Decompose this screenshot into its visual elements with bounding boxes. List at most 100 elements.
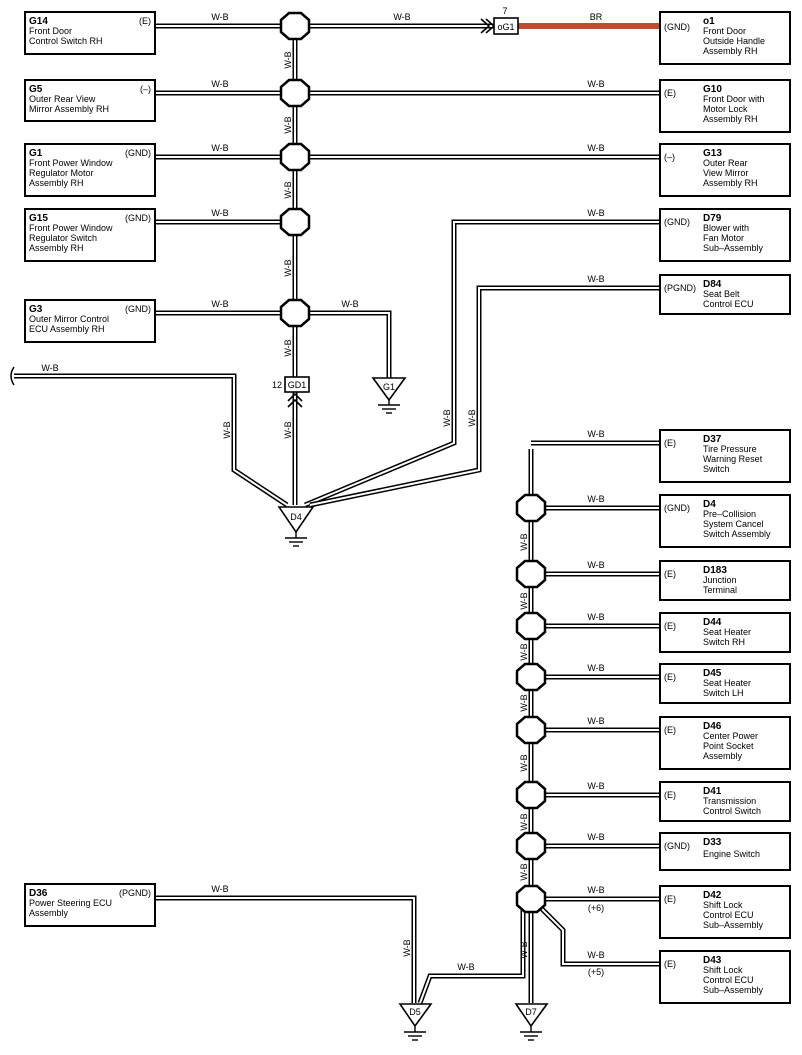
wire-label: W-B xyxy=(341,299,358,309)
component-name-line: Warning Reset xyxy=(703,454,763,464)
ground-g1-label: G1 xyxy=(383,382,395,392)
component-d42: (E) D42 Shift Lock Control ECU Sub–Assem… xyxy=(659,885,791,939)
components: G14 Front Door Control Switch RH (E) G5 … xyxy=(24,11,791,1004)
component-name-line: ECU Assembly RH xyxy=(29,324,105,334)
component-box xyxy=(24,299,156,343)
component-code: D45 xyxy=(703,668,722,679)
pin-label: (E) xyxy=(664,894,676,904)
component-g3: G3 Outer Mirror Control ECU Assembly RH … xyxy=(24,299,156,343)
component-box xyxy=(659,781,791,822)
connector-og1-name: oG1 xyxy=(497,22,514,32)
junction-10 xyxy=(515,715,547,745)
component-name-line: Front Door xyxy=(703,26,746,36)
junction-8 xyxy=(515,611,547,641)
wire-label: W-B xyxy=(519,754,529,771)
component-code: G14 xyxy=(29,16,48,27)
component-g10: (E) G10 Front Door with Motor Lock Assem… xyxy=(659,79,791,133)
wire-junction-d5 xyxy=(417,908,526,1004)
component-box xyxy=(659,560,791,601)
component-g1: G1 Front Power Window Regulator Motor As… xyxy=(24,143,156,197)
wire-d36-d5 xyxy=(155,895,417,1003)
junction-12 xyxy=(515,831,547,861)
junction-7 xyxy=(515,559,547,589)
wire-label: W-B xyxy=(211,208,228,218)
component-name-line: Assembly RH xyxy=(703,178,758,188)
component-name-line: Seat Heater xyxy=(703,678,751,688)
ground-d7-label: D7 xyxy=(525,1007,537,1017)
pin-label: (E) xyxy=(664,672,676,682)
component-code: D84 xyxy=(703,279,722,290)
component-name-line: Control Switch RH xyxy=(29,36,103,46)
component-name-line: Front Door xyxy=(29,26,72,36)
component-code: o1 xyxy=(703,16,715,27)
wire-label: W-B xyxy=(402,939,412,956)
component-code: D37 xyxy=(703,434,722,445)
component-code: G3 xyxy=(29,304,43,315)
junction-11 xyxy=(515,780,547,810)
wire-label: W-B xyxy=(587,208,604,218)
component-name-line: Front Power Window xyxy=(29,158,113,168)
component-d4: (GND) D4 Pre–Collision System Cancel Swi… xyxy=(659,494,791,548)
component-name-line: Shift Lock xyxy=(703,965,743,975)
component-code: G10 xyxy=(703,84,722,95)
component-box xyxy=(659,79,791,133)
wire-d84-d4 xyxy=(309,285,660,508)
component-code: D46 xyxy=(703,721,722,732)
component-name-line: Outside Handle xyxy=(703,36,765,46)
wire-label: W-B xyxy=(587,950,604,960)
component-name-line: Control ECU xyxy=(703,299,754,309)
component-box xyxy=(659,494,791,548)
pin-note-d43: (+5) xyxy=(588,967,604,977)
wire-label: W-B xyxy=(587,560,604,570)
wire-label: W-B xyxy=(519,863,529,880)
wire-label: W-B xyxy=(211,12,228,22)
pin-label: (E) xyxy=(664,725,676,735)
component-g13: (–) G13 Outer Rear View Mirror Assembly … xyxy=(659,143,791,197)
component-name-line: Regulator Motor xyxy=(29,168,94,178)
component-g5: G5 Outer Rear View Mirror Assembly RH (–… xyxy=(24,79,156,122)
junction-2 xyxy=(279,78,311,108)
component-name-line: Regulator Switch xyxy=(29,233,97,243)
component-box xyxy=(659,429,791,483)
component-box xyxy=(659,612,791,653)
component-code: D42 xyxy=(703,890,722,901)
wire-label: W-B xyxy=(211,884,228,894)
component-name-line: Control ECU xyxy=(703,910,754,920)
component-name-line: Switch Assembly xyxy=(703,529,771,539)
component-box xyxy=(659,208,791,262)
component-code: D36 xyxy=(29,888,48,899)
wire-label: W-B xyxy=(587,663,604,673)
wire-label: W-B xyxy=(283,339,293,356)
component-name-line: Center Power xyxy=(703,731,758,741)
component-o1: (GND) o1 Front Door Outside Handle Assem… xyxy=(659,11,791,65)
component-name-line: System Cancel xyxy=(703,519,764,529)
component-code: D4 xyxy=(703,499,716,510)
connector-gd1-name: GD1 xyxy=(288,380,307,390)
wire-label: W-B xyxy=(587,885,604,895)
component-name-line: Tire Pressure xyxy=(703,444,757,454)
wire-label: W-B xyxy=(587,781,604,791)
component-d33: (GND) D33 Engine Switch xyxy=(659,832,791,871)
junction-9 xyxy=(515,662,547,692)
component-d44: (E) D44 Seat Heater Switch RH xyxy=(659,612,791,653)
component-box xyxy=(659,716,791,770)
wire-label: W-B xyxy=(467,409,477,426)
component-name-line: Seat Belt xyxy=(703,289,740,299)
pin-label: (E) xyxy=(664,88,676,98)
junction-5 xyxy=(279,298,311,328)
component-name-line: Shift Lock xyxy=(703,900,743,910)
component-name-line: Sub–Assembly xyxy=(703,920,764,930)
component-code: D43 xyxy=(703,955,722,966)
wire-label: W-B xyxy=(222,421,232,438)
component-d36: D36 Power Steering ECU Assembly (PGND) xyxy=(24,883,156,927)
wire-label: W-B xyxy=(587,612,604,622)
wire-label: W-B xyxy=(587,832,604,842)
ground-d5: D5 xyxy=(398,1003,433,1041)
component-d183: (E) D183 Junction Terminal xyxy=(659,560,791,601)
junction-3 xyxy=(279,142,311,172)
wire-label: W-B xyxy=(587,79,604,89)
wire-label: W-B xyxy=(519,533,529,550)
component-name-line: Motor Lock xyxy=(703,104,748,114)
wire-label: W-B xyxy=(283,116,293,133)
component-name-line: View Mirror xyxy=(703,168,748,178)
